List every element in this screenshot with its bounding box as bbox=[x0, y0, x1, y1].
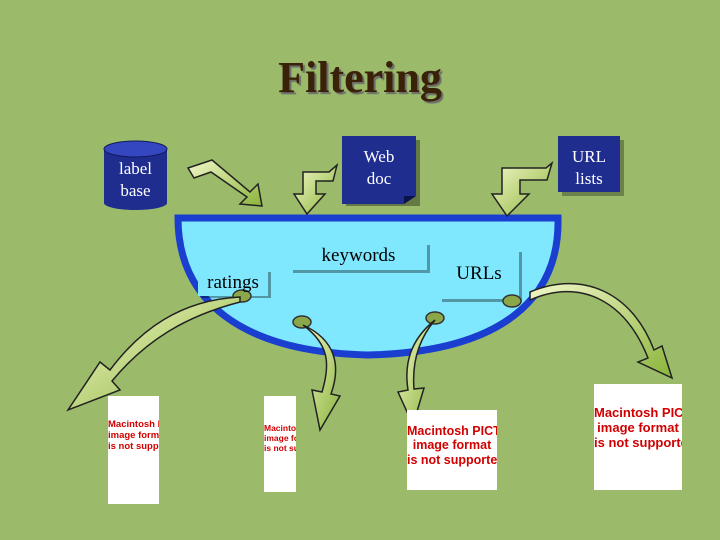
unsupported-image-placeholder: Macintosh PICT image format is not suppo… bbox=[594, 384, 682, 490]
unsupported-image-placeholder: Macintosh PICT image format is not suppo… bbox=[108, 396, 159, 504]
web-doc-line2: doc bbox=[366, 169, 392, 188]
placeholder-line1: Macintosh PICT bbox=[108, 419, 159, 430]
placeholder-line2: image format bbox=[412, 438, 492, 453]
label-base-line2: base bbox=[120, 181, 151, 200]
ratings-label: ratings bbox=[207, 272, 259, 293]
arrow-ratings-out bbox=[66, 296, 241, 412]
arrow-urls-out bbox=[396, 319, 436, 428]
urls-box bbox=[439, 249, 522, 302]
placeholder-line1: Macintosh PICT bbox=[407, 424, 497, 438]
label-base-line1: label bbox=[118, 159, 153, 178]
arrow-label-base-to-bowl bbox=[186, 159, 263, 207]
url-lists-line2: lists bbox=[575, 169, 603, 188]
page-title: Filtering bbox=[278, 53, 442, 102]
url-lists-line1: URL bbox=[572, 147, 606, 166]
label-base-cylinder bbox=[103, 140, 168, 210]
arrow-urls-right-out bbox=[529, 282, 674, 380]
placeholder-line2: image format bbox=[108, 429, 159, 441]
placeholder-line3: is not supported bbox=[264, 442, 296, 453]
placeholder-line3: is not supported bbox=[407, 452, 497, 467]
web-doc-line1: Web bbox=[363, 147, 395, 166]
unsupported-image-placeholder: Macintosh PICT image format is not suppo… bbox=[264, 396, 296, 492]
web-doc-label: Web doc bbox=[342, 146, 416, 190]
placeholder-line3: is not supported bbox=[594, 434, 682, 450]
keywords-label: keywords bbox=[321, 245, 396, 266]
placeholder-line3: is not supported bbox=[108, 440, 159, 452]
urls-label: URLs bbox=[456, 263, 502, 284]
arrow-keywords-out bbox=[302, 324, 342, 433]
keywords-box bbox=[290, 242, 430, 273]
label-base-label: label base bbox=[104, 158, 167, 202]
placeholder-line1: Macintosh PICT bbox=[594, 405, 682, 420]
url-lists-box bbox=[558, 136, 624, 196]
placeholder-line2: image format bbox=[597, 419, 679, 435]
web-doc-shape bbox=[342, 136, 420, 206]
filter-handles bbox=[232, 289, 522, 329]
url-lists-label: URL lists bbox=[558, 146, 620, 190]
unsupported-image-placeholder: Macintosh PICT image format is not suppo… bbox=[407, 410, 497, 490]
placeholder-line1: Macintosh PICT bbox=[264, 423, 296, 433]
placeholder-line2: image format bbox=[264, 432, 296, 443]
arrow-web-doc-to-bowl bbox=[292, 162, 339, 216]
arrow-url-lists-to-bowl bbox=[490, 160, 554, 218]
